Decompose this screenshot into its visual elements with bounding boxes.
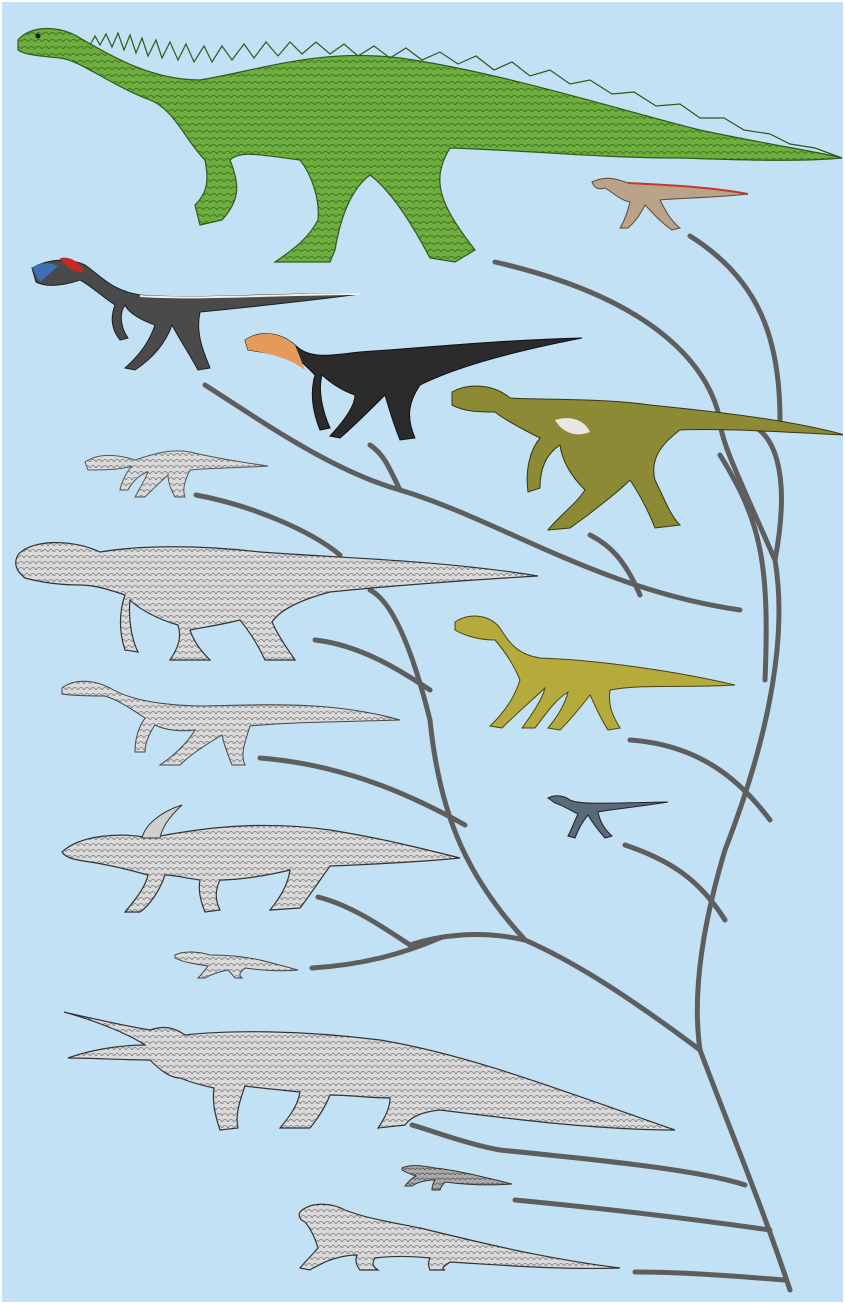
sauropodomorph-eye bbox=[36, 34, 41, 39]
